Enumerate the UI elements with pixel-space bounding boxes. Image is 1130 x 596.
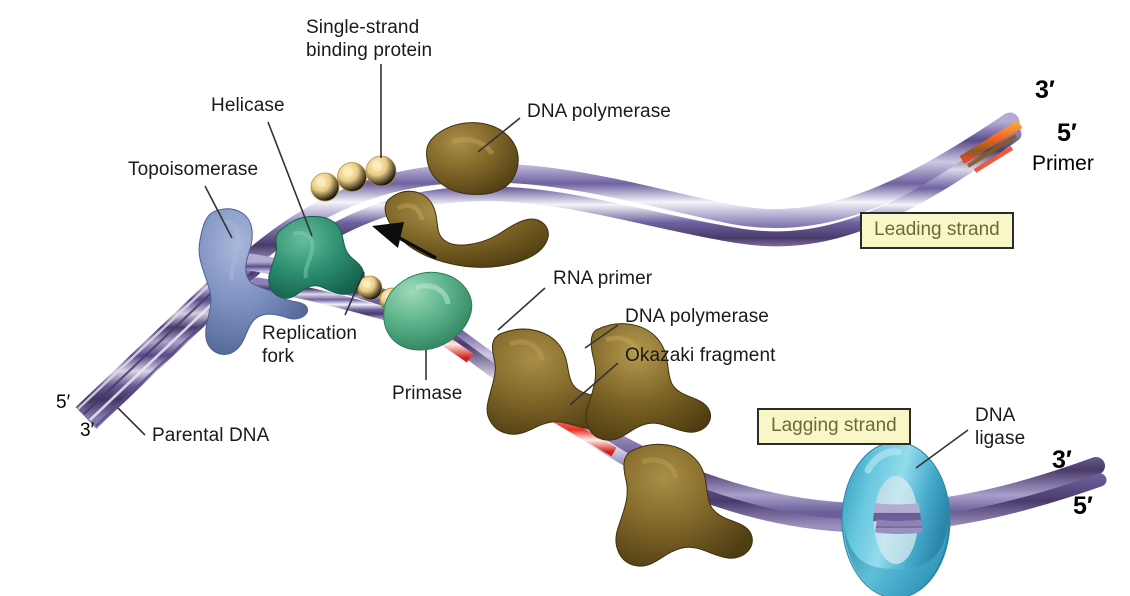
label-dna-ligase: DNA ligase — [975, 405, 1026, 449]
leading-template-strand — [222, 112, 1020, 286]
label-okazaki-fragment: Okazaki fragment — [625, 345, 776, 366]
marker-lagging-5prime: 5′ — [1073, 492, 1093, 520]
dna-polymerase-leading-lobe — [384, 190, 549, 268]
dna-polymerase-okazaki-2 — [585, 323, 711, 441]
marker-leading-5prime: 5′ — [1057, 119, 1077, 147]
label-replication-fork: Replication fork — [262, 323, 358, 367]
label-primer: Primer — [1032, 152, 1094, 175]
primase-protein — [383, 271, 473, 351]
marker-leading-3prime: 3′ — [1035, 76, 1055, 104]
dna-through-ligase — [872, 503, 923, 534]
dna-polymerase-okazaki-1 — [486, 328, 621, 435]
dna-polymerase-okazaki-3 — [615, 443, 753, 567]
label-topoisomerase: Topoisomerase — [128, 159, 259, 180]
label-helicase: Helicase — [211, 95, 285, 116]
label-dna-polymerase-lagging: DNA polymerase — [625, 306, 769, 327]
dna-polymerase-leading — [426, 122, 519, 195]
dna-ligase-front-lobe — [844, 520, 948, 596]
leader-lines — [117, 64, 969, 469]
label-dna-polymerase-leading: DNA polymerase — [527, 101, 671, 122]
label-primase: Primase — [392, 383, 463, 404]
fork-direction-arrow — [372, 222, 437, 260]
label-single-strand-binding-protein: Single-strand binding protein — [306, 17, 433, 61]
marker-lagging-3prime: 3′ — [1052, 446, 1072, 474]
topoisomerase-protein — [198, 208, 308, 355]
callout-lagging-strand: Lagging strand — [757, 408, 911, 445]
primer-segment — [959, 120, 1023, 173]
label-parental-dna: Parental DNA — [152, 425, 270, 446]
callout-leading-strand: Leading strand — [860, 212, 1014, 249]
label-rna-primer: RNA primer — [553, 268, 653, 289]
marker-parental-3prime: 3′ — [80, 420, 95, 441]
helicase-protein — [268, 216, 365, 299]
marker-parental-5prime: 5′ — [56, 392, 71, 413]
